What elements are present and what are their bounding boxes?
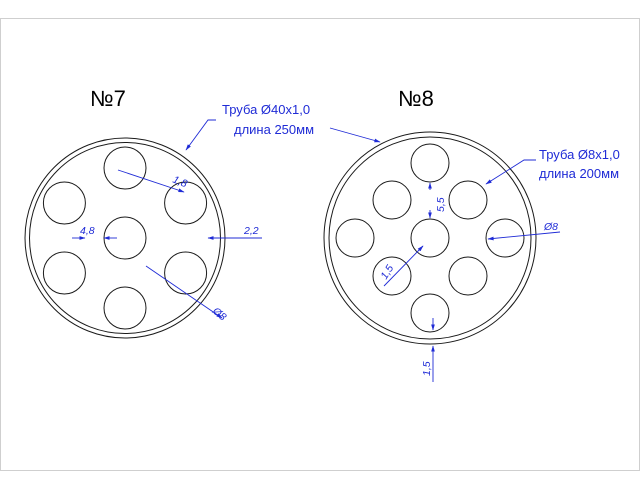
rod-8-8: [372, 180, 412, 220]
dim-rod-8: [487, 231, 561, 241]
callout-leader-7: [185, 119, 216, 151]
callout-8-line1: Труба Ø8x1,0: [539, 147, 620, 162]
assembly-8: №8 Труба Ø8x1,0 длина 200мм 5,5 Ø8 1,5 1…: [323, 86, 620, 382]
rod-7-4: [103, 286, 147, 330]
callout-leader-8: [485, 159, 536, 185]
rod-8-3: [485, 218, 525, 258]
dim-spacing-7-label: 1,8: [171, 174, 189, 191]
rod-7-5: [42, 251, 86, 295]
dim-spacing-7: [117, 169, 185, 193]
dim-spacing-8: [383, 245, 424, 287]
rod-8-7: [335, 218, 375, 258]
dim-rod-8-label: Ø8: [543, 221, 558, 233]
outer-tube-outer-7: [24, 137, 226, 339]
rod-8-2: [448, 180, 488, 220]
assembly-7-title: №7: [90, 86, 126, 111]
rod-8-5: [410, 293, 450, 333]
dim-rod-7: [145, 265, 223, 319]
rod-7-1: [103, 146, 147, 190]
callout-leader-8a: [329, 127, 381, 143]
rod-7-2: [164, 181, 208, 225]
dim-wall-7-label: 2,2: [243, 225, 259, 237]
outer-tube-inner-8: [328, 136, 532, 340]
rod-8-1: [410, 143, 450, 183]
callout-7-line2: длина 250мм: [234, 122, 314, 137]
dim-wall-8-label: 1,5: [421, 361, 433, 376]
outer-tube-outer-8: [323, 131, 537, 345]
dim-rod-7-label: Ø8: [209, 304, 228, 323]
rod-7-3: [164, 251, 208, 295]
callout-8-line2: длина 200мм: [539, 166, 619, 181]
callout-7-line1: Труба Ø40x1,0: [222, 102, 310, 117]
assembly-7: №7 Труба Ø40x1,0 длина 250мм 1,8 4,8 2,2…: [24, 86, 314, 339]
rod-center-8: [410, 218, 450, 258]
rod-8-4: [448, 256, 488, 296]
dim-spacing-8-label: 1,5: [378, 263, 396, 282]
rod-7-6: [42, 181, 86, 225]
outer-tube-inner-7: [29, 142, 221, 334]
rod-8-6: [372, 256, 412, 296]
assembly-8-title: №8: [398, 86, 434, 111]
dim-gap-7-label: 4,8: [80, 225, 95, 237]
dim-gap-top-8-label: 5,5: [435, 197, 447, 212]
